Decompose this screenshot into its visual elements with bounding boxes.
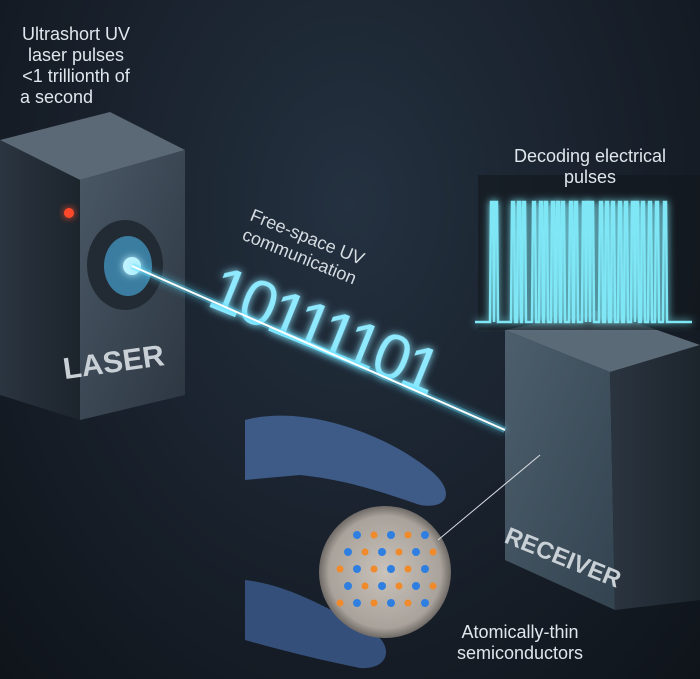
material-note: Atomically-thin semiconductors: [440, 622, 600, 664]
atom-icon: [395, 582, 403, 590]
atom-icon: [395, 548, 403, 556]
atom-icon: [336, 599, 344, 607]
atom-icon: [387, 531, 395, 539]
laser-note: Ultrashort UV laser pulses <1 trillionth…: [6, 24, 146, 108]
atom-icon: [387, 599, 395, 607]
atom-icon: [412, 582, 420, 590]
atom-icon: [378, 582, 386, 590]
callout-line: [437, 454, 541, 541]
pulses-note-line: pulses: [563, 167, 617, 187]
atom-icon: [429, 582, 437, 590]
material-note-line: semiconductors: [456, 643, 584, 663]
pulses-note: Decoding electrical pulses: [485, 146, 695, 188]
atom-icon: [353, 599, 361, 607]
atom-icon: [353, 565, 361, 573]
laser-note-line: a second: [20, 87, 94, 107]
laser-beam: [131, 265, 506, 431]
pulse-waveform: [475, 200, 692, 324]
material-note-line: Atomically-thin: [461, 622, 579, 642]
atom-icon: [370, 565, 378, 573]
laser-top-face: [0, 112, 185, 180]
atom-icon: [370, 599, 378, 607]
atom-icon: [353, 531, 361, 539]
atom-icon: [344, 582, 352, 590]
atom-icon: [421, 565, 429, 573]
laser-side-face: [0, 140, 80, 420]
laser-note-line: Ultrashort UV: [21, 24, 131, 44]
pulses-note-line: Decoding electrical: [513, 146, 667, 166]
receiver-side-face: [610, 345, 700, 610]
atom-icon: [387, 565, 395, 573]
laser-note-line: <1 trillionth of: [22, 66, 130, 86]
atomic-lattice: [336, 531, 437, 607]
atom-icon: [361, 582, 369, 590]
atom-icon: [361, 548, 369, 556]
atom-icon: [429, 548, 437, 556]
laser-device: LASER: [0, 112, 185, 420]
atom-icon: [412, 548, 420, 556]
atom-icon: [404, 599, 412, 607]
atom-icon: [370, 531, 378, 539]
atom-icon: [336, 565, 344, 573]
receiver-front-face: [505, 330, 615, 610]
laser-note-line: laser pulses: [27, 45, 125, 65]
pulse-train: [475, 175, 700, 330]
atom-icon: [421, 531, 429, 539]
atom-icon: [404, 565, 412, 573]
atom-icon: [404, 531, 412, 539]
atom-icon: [378, 548, 386, 556]
receiver-device: RECEIVER: [501, 310, 700, 610]
gloved-hand: [245, 415, 447, 669]
atom-icon: [344, 548, 352, 556]
indicator-light-icon: [64, 208, 74, 218]
atom-icon: [421, 599, 429, 607]
semiconductor-wafer: [319, 506, 451, 638]
